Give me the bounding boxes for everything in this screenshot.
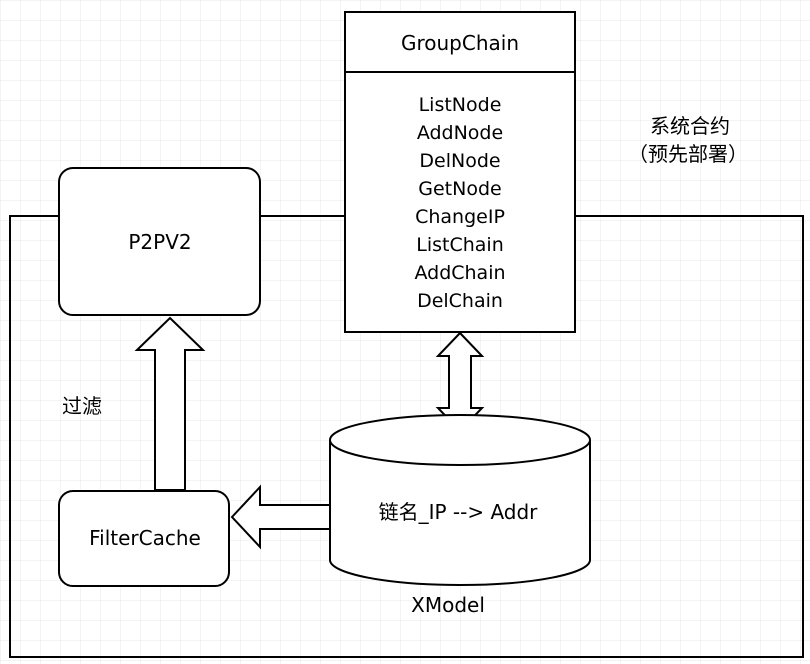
- xmodel-to-filtercache-arrow: [230, 484, 331, 550]
- groupchain-title: GroupChain: [401, 31, 519, 55]
- groupchain-box: [344, 11, 576, 333]
- filter-label: 过滤: [62, 394, 102, 418]
- method-changeip: ChangeIP: [415, 206, 505, 228]
- p2pv2-label: P2PV2: [128, 230, 191, 254]
- xmodel-cylinder: [329, 414, 591, 586]
- xmodel-cylinder-top: [329, 414, 591, 466]
- groupchain-method-list: ListNode AddNode DelNode GetNode ChangeI…: [414, 94, 505, 312]
- method-listchain: ListChain: [416, 234, 504, 256]
- p2pv2-box: [58, 167, 261, 316]
- filtercache-label: FilterCache: [89, 526, 201, 550]
- method-delchain: DelChain: [417, 290, 503, 312]
- method-addchain: AddChain: [414, 262, 505, 284]
- method-addnode: AddNode: [417, 122, 503, 144]
- system-contract-label-line1: 系统合约: [650, 114, 730, 138]
- xmodel-caption: XModel: [411, 593, 485, 617]
- method-delnode: DelNode: [419, 150, 500, 172]
- method-listnode: ListNode: [419, 94, 502, 116]
- filtercache-box: [58, 490, 230, 587]
- filter-arrow-up: [134, 316, 206, 491]
- method-getnode: GetNode: [418, 178, 501, 200]
- xmodel-cylinder-body: [329, 440, 591, 586]
- xmodel-content: 链名_IP --> Addr: [379, 500, 539, 524]
- system-contract-label-line2: （预先部署）: [628, 142, 748, 166]
